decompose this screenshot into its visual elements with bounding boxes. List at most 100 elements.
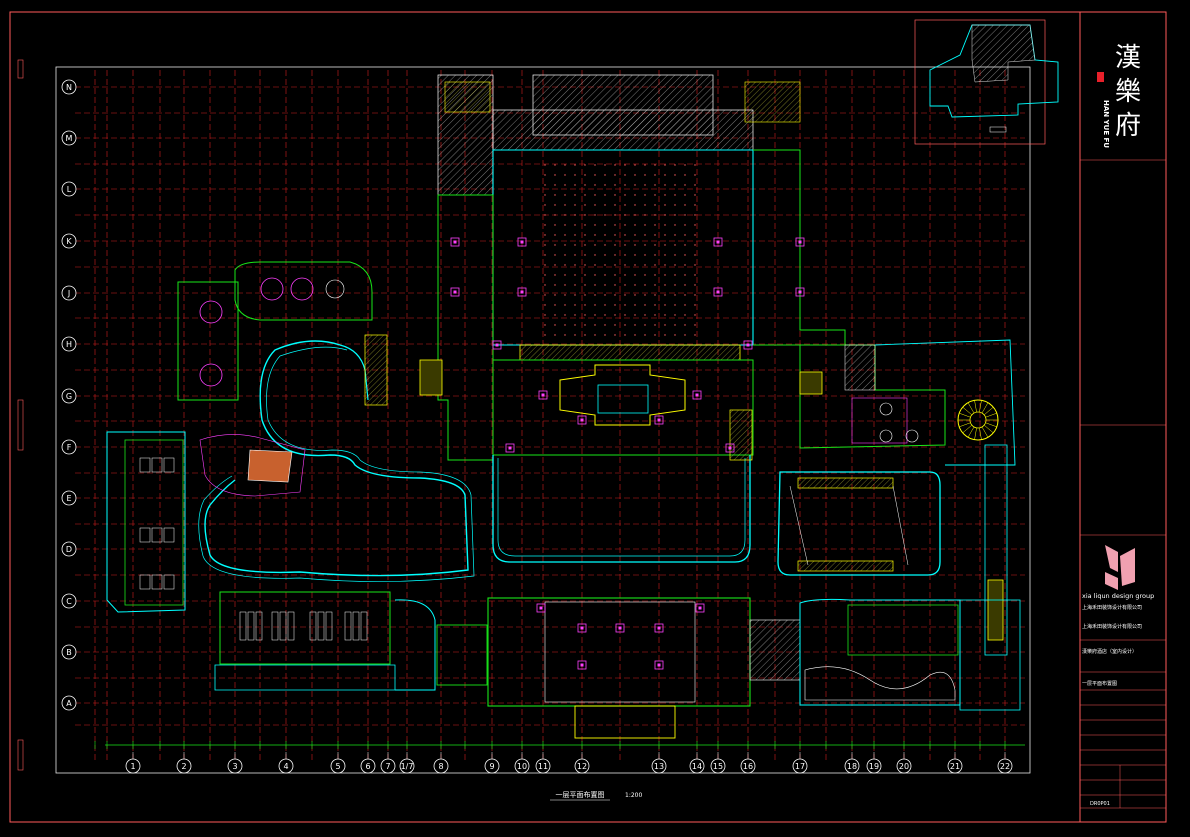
table: [163, 527, 175, 543]
grid-bubble-column: [484, 758, 500, 774]
hatched-block-south: [749, 619, 801, 681]
column-core: [541, 393, 545, 397]
grid-label-row: L: [67, 185, 72, 194]
column-marker: [654, 623, 664, 633]
column-core: [728, 446, 732, 450]
column-core: [539, 606, 543, 610]
column-core: [520, 240, 524, 244]
stair-tread: [974, 427, 977, 440]
table: [352, 611, 360, 641]
grid-label-row: N: [66, 83, 72, 92]
grid-label-column: 12: [577, 762, 587, 771]
column-core: [798, 290, 802, 294]
column-core: [580, 663, 584, 667]
stair-tread: [974, 400, 977, 413]
grid-label-row: M: [66, 134, 73, 143]
column-marker: [577, 660, 587, 670]
round-table-1: [260, 277, 284, 301]
stair-tread: [979, 427, 982, 440]
meeting-table: [247, 449, 293, 483]
grid-label-column: 2: [181, 762, 186, 771]
west-vip-rooms: [177, 281, 239, 401]
grid-label-column: 17: [795, 762, 805, 771]
grid-bubble-row: [61, 79, 77, 95]
grid-label-column: 21: [950, 762, 960, 771]
grid-bubble-row: [61, 233, 77, 249]
grid-label-row: H: [66, 340, 72, 349]
table: [344, 611, 352, 641]
west-elevator: [419, 359, 443, 396]
east-elevators: [987, 579, 1004, 641]
stair-tread: [981, 426, 989, 438]
lobby-wall: [492, 359, 754, 456]
grid-bubble-row: [61, 130, 77, 146]
logo-red-seal: [1097, 72, 1104, 82]
table: [139, 457, 151, 473]
stair-tread: [962, 424, 973, 434]
east-courtyard: [777, 471, 941, 576]
column-core: [453, 290, 457, 294]
table: [151, 574, 163, 590]
column-core: [453, 240, 457, 244]
round-table-2: [290, 277, 314, 301]
grid-bubble-column: [330, 758, 346, 774]
grid-bubble-column: [896, 758, 912, 774]
column-core: [520, 290, 524, 294]
grid-label-row: K: [66, 237, 72, 246]
grid-bubble-row: [61, 181, 77, 197]
plan-caption: 一层平面布置图 1:200: [550, 790, 642, 801]
column-marker: [517, 237, 527, 247]
grid-bubble-column: [433, 758, 449, 774]
title-block: HAN YUE FU 漢 樂 府 xia liqun design group …: [1080, 43, 1166, 809]
left-margin-annotations: [17, 59, 24, 771]
stage-inner: [597, 384, 649, 414]
grand-hall-seating-grid: [543, 160, 703, 340]
east-service-column: [984, 444, 1008, 656]
column-marker: [695, 603, 705, 613]
grid-bubble-column: [514, 758, 530, 774]
grid-bubble-column: [740, 758, 756, 774]
table: [360, 611, 368, 641]
dimension-ticks: [94, 741, 1006, 749]
grid-label-column: 8: [438, 762, 443, 771]
firm-name-cn-2: 上海禾田装饰设计有限公司: [1082, 623, 1142, 630]
grid-label-column: 11: [538, 762, 548, 771]
grid-label-row: E: [66, 494, 71, 503]
column-marker: [615, 623, 625, 633]
grid-bubble-column: [710, 758, 726, 774]
west-stair: [364, 334, 388, 406]
restroom-block: [436, 624, 488, 686]
stair-tread: [967, 426, 975, 438]
west-wing-wall: [437, 194, 494, 461]
grid-label-row: D: [66, 545, 72, 554]
grid-label-column: 19: [869, 762, 879, 771]
floor-plan: [106, 74, 1021, 739]
column-marker: [536, 603, 546, 613]
landscape-garden: [804, 666, 956, 701]
grid-bubble-column: [125, 758, 141, 774]
west-rooms-inner: [124, 439, 184, 606]
table: [287, 611, 295, 641]
grid-label-column: 10: [517, 762, 527, 771]
table: [139, 527, 151, 543]
grid-bubble-column: [997, 758, 1013, 774]
grid-bubble-row: [61, 644, 77, 660]
grid-label-column: 22: [1000, 762, 1010, 771]
grid-label-column: 4: [283, 762, 288, 771]
column-core: [716, 240, 720, 244]
grid-label-column: 9: [489, 762, 494, 771]
grid-label-column: 18: [847, 762, 857, 771]
grid-label-row: C: [66, 597, 72, 606]
column-core: [580, 418, 584, 422]
column-core: [495, 343, 499, 347]
east-stair-lobby: [729, 409, 753, 461]
column-core: [695, 393, 699, 397]
hatched-roof-central: [532, 74, 714, 136]
west-winding-corridor: [204, 340, 469, 577]
grid-label-row: F: [67, 443, 72, 452]
table: [163, 574, 175, 590]
column-core: [798, 240, 802, 244]
grid-bubble-column: [574, 758, 590, 774]
grid-label-column: 20: [899, 762, 909, 771]
